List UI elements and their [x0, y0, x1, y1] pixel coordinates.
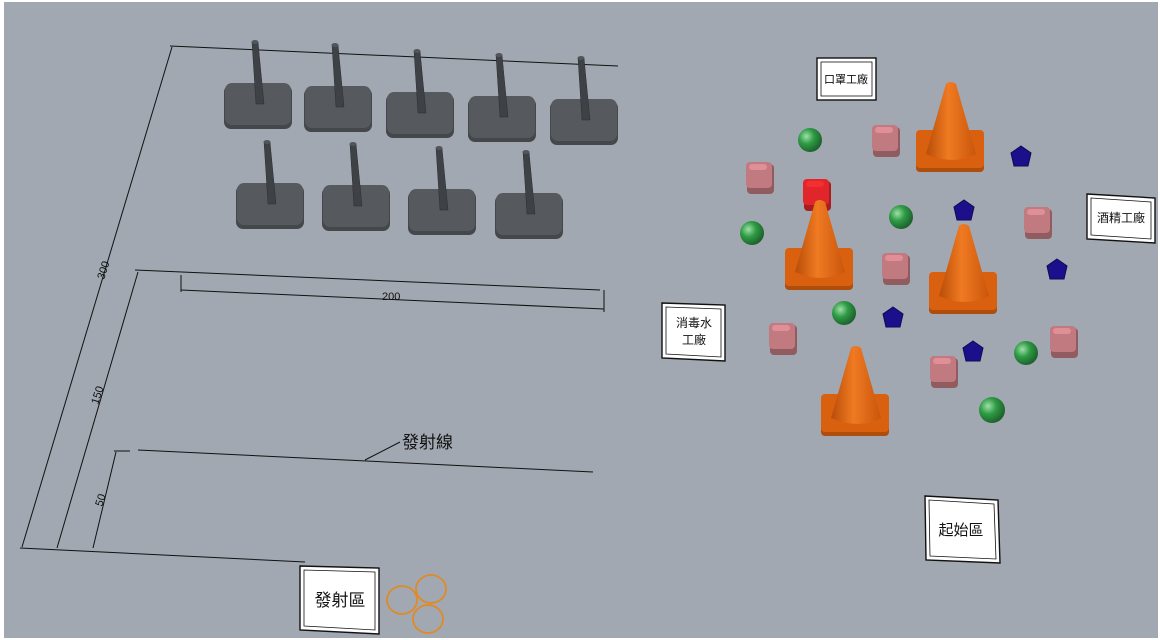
- peg-post-icon: [322, 142, 390, 231]
- launch-line-label: 發射線: [402, 433, 453, 453]
- traffic-cone-icon: [821, 346, 889, 436]
- traffic-cone-icon: [929, 224, 997, 314]
- green-ball-icon: [889, 205, 913, 229]
- blue-pentagon-icon: [953, 199, 975, 221]
- cone-objects: [785, 82, 997, 436]
- cube-block-icon: [1024, 207, 1052, 239]
- cube-block-icon: [872, 125, 900, 157]
- peg-post-icon: [304, 43, 372, 132]
- dimension-200-label: 200: [382, 291, 400, 303]
- cube-block-icon: [1050, 326, 1078, 358]
- sign-launch-zone-text: 發射區: [315, 591, 366, 611]
- cube-block-icon: [882, 253, 910, 285]
- blue-pentagon-icon: [1010, 145, 1032, 167]
- peg-post-icon: [468, 53, 536, 142]
- sign-alcohol-factory-text: 酒精工廠: [1097, 210, 1145, 225]
- ring-icon: [412, 604, 444, 634]
- cube-block-icon: [769, 323, 797, 355]
- blue-pentagon-icon: [882, 306, 904, 328]
- peg-post-icon: [386, 49, 454, 138]
- sign-disinfectant-factory-text-1: 消毒水: [676, 316, 712, 330]
- traffic-cone-icon: [785, 200, 853, 290]
- sign-disinfectant-factory: 消毒水 工廠: [661, 302, 726, 362]
- sign-mask-factory-text: 口罩工廠: [824, 72, 868, 86]
- green-ball-icon: [798, 128, 822, 152]
- green-ball-icon: [979, 397, 1005, 423]
- peg-post-icon: [495, 150, 563, 239]
- dimension-50-label: 50: [93, 493, 108, 508]
- gem-objects: [882, 145, 1068, 362]
- cube-objects: [746, 125, 1078, 388]
- sign-launch-zone: 發射區: [299, 565, 380, 635]
- cube-block-icon: [930, 356, 958, 388]
- sign-mask-factory: 口罩工廠: [816, 57, 877, 101]
- sign-start-zone-text: 起始區: [938, 521, 983, 539]
- cube-block-icon: [746, 162, 774, 194]
- ring-icon: [386, 585, 418, 615]
- ring-icon: [415, 574, 447, 604]
- rings: [386, 574, 447, 634]
- green-ball-icon: [1014, 341, 1038, 365]
- sign-alcohol-factory: 酒精工廠: [1086, 193, 1156, 244]
- traffic-cone-icon: [916, 82, 984, 172]
- sign-disinfectant-factory-text-2: 工廠: [682, 332, 706, 347]
- green-ball-icon: [740, 221, 764, 245]
- green-ball-icon: [832, 301, 856, 325]
- ball-objects: [740, 128, 1038, 423]
- peg-post-icon: [224, 40, 292, 129]
- peg-post-icon: [408, 146, 476, 235]
- blue-pentagon-icon: [1046, 258, 1068, 280]
- sign-start-zone: 起始區: [924, 495, 1001, 564]
- dimension-lines: [19, 45, 619, 563]
- dimension-150-label: 150: [89, 385, 106, 406]
- dimension-300-label: 300: [95, 260, 112, 281]
- peg-post-icon: [236, 140, 304, 229]
- blue-pentagon-icon: [962, 340, 984, 362]
- peg-rows: [224, 40, 618, 239]
- peg-post-icon: [550, 56, 618, 145]
